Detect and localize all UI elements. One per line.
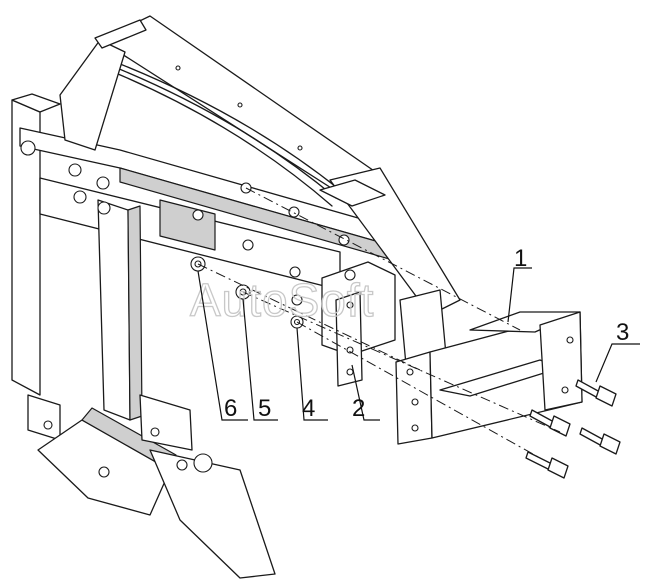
bolt-head <box>98 466 110 478</box>
callout-labels: 1 2 3 4 5 6 <box>224 245 629 422</box>
bolt-head <box>192 209 204 221</box>
vertical-standard <box>97 199 131 421</box>
part-1-mounting-bracket <box>395 311 583 445</box>
bolt-head <box>43 420 53 430</box>
plate-hole <box>346 346 354 354</box>
callout-4: 4 <box>302 395 315 422</box>
left-plate-top-edge <box>11 93 61 113</box>
rivet <box>297 145 303 151</box>
callout-5: 5 <box>258 395 271 422</box>
shank-bracket <box>139 394 193 451</box>
leader-3 <box>595 343 640 383</box>
bolt-head <box>150 427 160 437</box>
spring-pin-right <box>319 179 386 207</box>
plate-hole <box>346 301 354 309</box>
bracket-hole <box>561 386 569 394</box>
leader-5 <box>242 298 278 421</box>
spring-leaf-1 <box>104 57 341 191</box>
callout-6: 6 <box>224 395 237 422</box>
leader-1 <box>507 267 532 323</box>
pivot-hole <box>344 269 356 281</box>
axis-line <box>197 263 421 371</box>
bracket-hole <box>566 336 574 344</box>
axis-line <box>242 291 561 433</box>
callout-leaders <box>197 267 640 421</box>
bolt-head <box>68 163 82 177</box>
bolt-head <box>96 176 110 190</box>
axis-line <box>245 187 521 331</box>
bolt-head <box>97 201 111 215</box>
plate-hole <box>346 368 354 376</box>
washer <box>288 206 300 218</box>
standard-side-face <box>127 205 143 421</box>
spring-bracket-left <box>59 39 126 151</box>
assembly-axes <box>197 187 561 459</box>
watermark-text: AutoSoft <box>190 274 374 326</box>
plow-moldboard <box>149 449 276 579</box>
bracket-hole <box>411 424 419 432</box>
bolt <box>529 409 571 437</box>
spring-pin-top <box>94 19 147 49</box>
bolt <box>579 427 621 455</box>
bolt-head <box>193 453 213 473</box>
leader-6 <box>197 270 248 421</box>
callout-3: 3 <box>616 319 629 346</box>
bolt <box>575 379 617 407</box>
bolt-head <box>73 190 87 204</box>
bolt-head <box>289 266 301 278</box>
bracket-hole <box>406 368 414 376</box>
bolt <box>525 451 569 479</box>
leader-4 <box>296 327 328 421</box>
frame-bolts <box>20 140 301 478</box>
bolt-head <box>242 239 254 251</box>
part-3-bolts <box>525 379 621 479</box>
bolt-head <box>176 459 188 471</box>
foot-plate-left <box>27 394 61 441</box>
leader-2 <box>351 364 380 421</box>
linkage-arm-right <box>329 167 461 316</box>
part-4-washer <box>291 294 303 306</box>
rivet <box>237 102 243 108</box>
callout-2: 2 <box>352 395 365 422</box>
spring-leaf-2 <box>111 65 337 199</box>
axis-line <box>296 321 541 459</box>
callout-1: 1 <box>514 245 527 272</box>
frame-assembly <box>11 93 401 579</box>
bracket-right-plate <box>539 311 583 411</box>
spring-linkage <box>59 15 461 316</box>
rivet <box>175 65 181 71</box>
bolt-head <box>20 140 36 156</box>
spring-leaf-3 <box>117 73 333 207</box>
bracket-hole <box>411 398 419 406</box>
